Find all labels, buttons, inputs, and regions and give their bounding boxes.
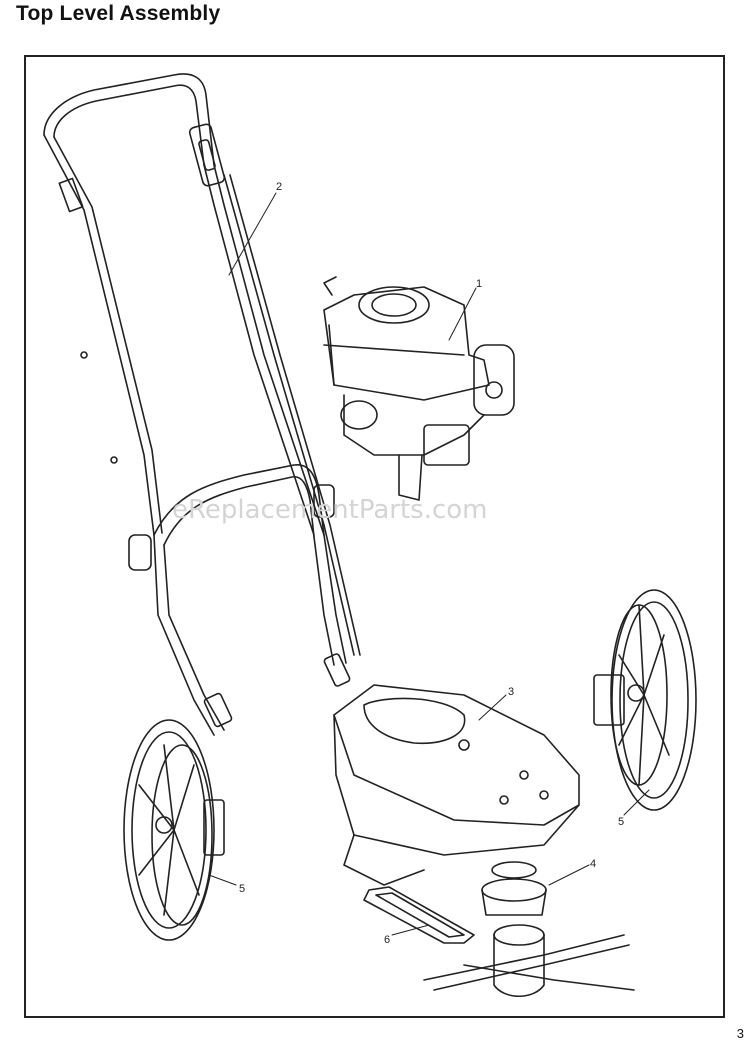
left-wheel [123, 719, 225, 941]
callout-4: 4 [590, 858, 596, 870]
trimmer-head-drawing [423, 861, 635, 997]
deck-drawing [333, 684, 580, 886]
page-number: 3 [736, 1026, 744, 1041]
callout-6: 6 [384, 934, 390, 946]
belt-drawing [363, 886, 475, 944]
callout-2: 2 [276, 181, 282, 193]
watermark: eReplacementParts.com [172, 495, 488, 525]
callout-5-left: 5 [239, 883, 245, 895]
lower-handle [128, 464, 351, 736]
engine-drawing [323, 276, 515, 501]
upper-handle [43, 73, 361, 656]
page-title: Top Level Assembly [16, 2, 221, 25]
right-wheel [593, 589, 697, 811]
callout-1: 1 [476, 278, 482, 290]
callout-3: 3 [508, 686, 514, 698]
diagram-frame [24, 55, 725, 1018]
leader-lines [208, 192, 650, 936]
callout-5-right: 5 [618, 816, 624, 828]
assembly-drawing: eReplacementParts.com 2 1 3 4 5 5 6 [43, 73, 697, 997]
